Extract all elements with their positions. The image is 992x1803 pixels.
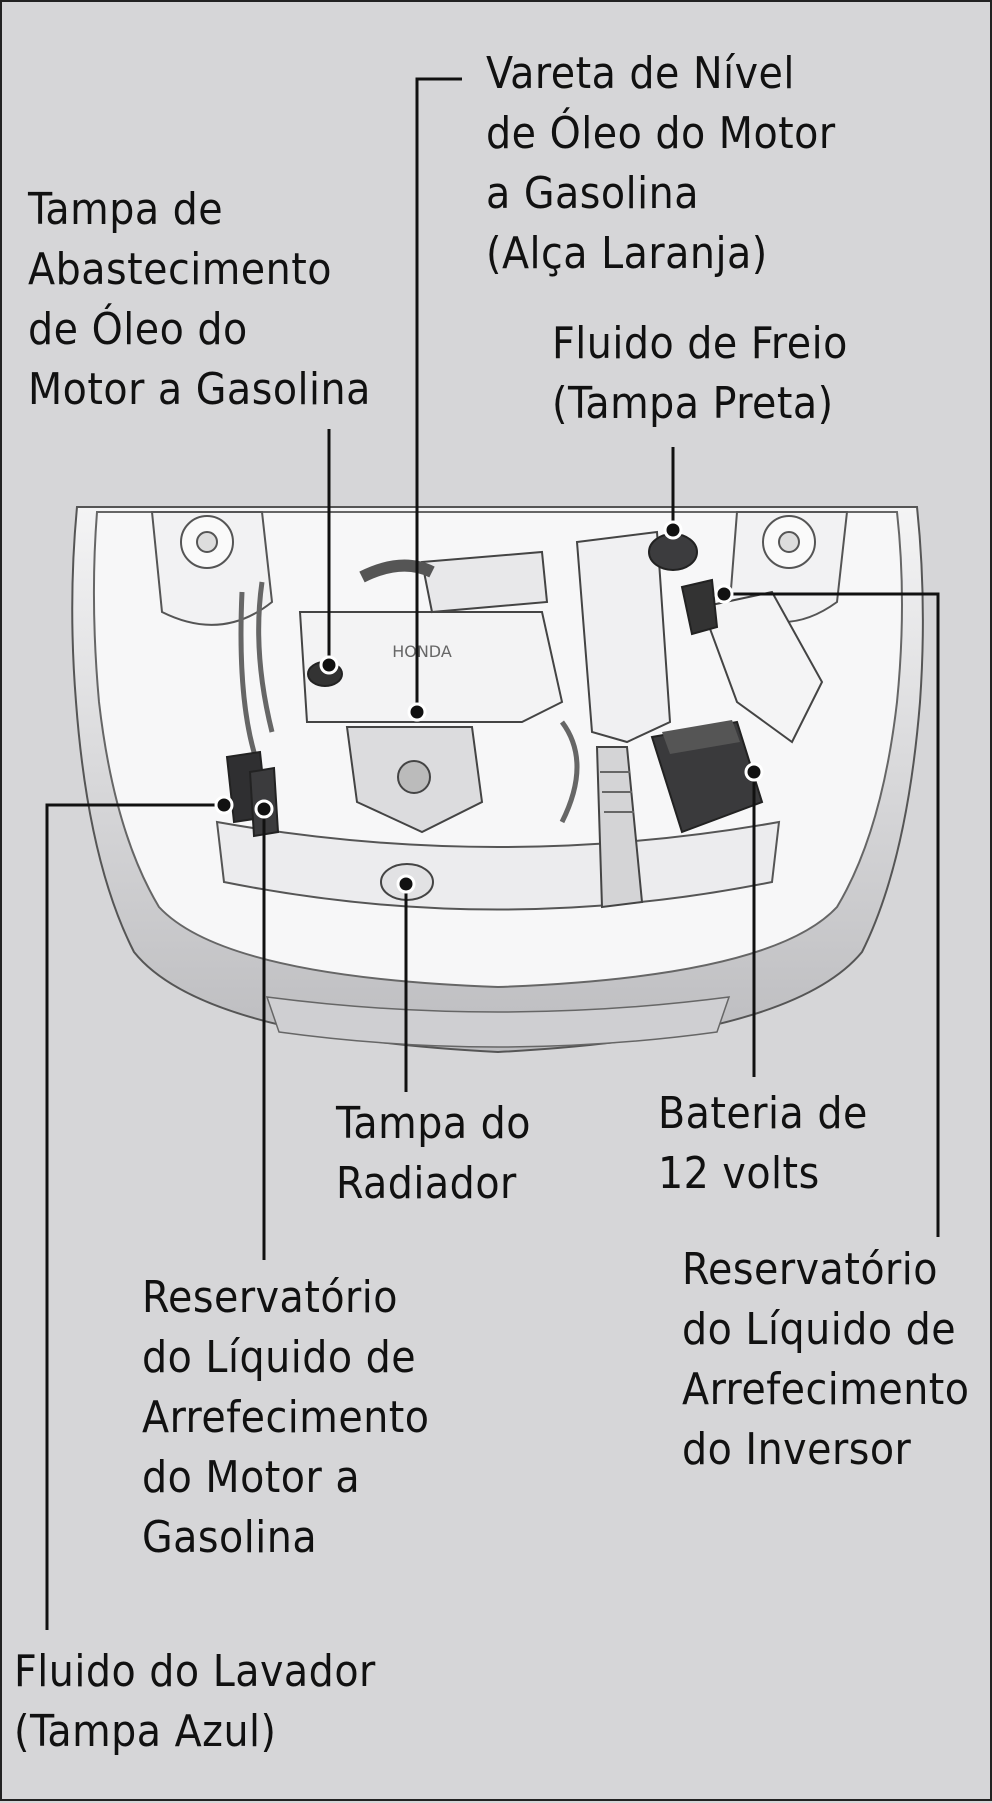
callout-line-inverter-coolant [724, 592, 940, 1237]
dot-inverter-coolant [714, 584, 734, 604]
label-line: de Óleo do [28, 304, 248, 355]
label-line: Radiador [336, 1158, 517, 1209]
label-brake-fluid: Fluido de Freio (Tampa Preta) [552, 314, 848, 434]
air-intake [575, 530, 672, 909]
dot-brake-fluid [663, 520, 683, 540]
label-line: (Tampa Preta) [552, 378, 834, 429]
label-oil-dipstick: Vareta de Nível de Óleo do Motor a Gasol… [486, 44, 836, 284]
label-line: do Inversor [682, 1424, 912, 1475]
callout-dots [214, 520, 764, 894]
emblem-text: HONDA [392, 642, 452, 661]
dot-oil-dipstick [407, 702, 427, 722]
label-battery: Bateria de 12 volts [658, 1084, 868, 1204]
label-line: Motor a Gasolina [28, 364, 371, 415]
label-line: Tampa do [336, 1098, 532, 1149]
label-line: do Líquido de [142, 1332, 417, 1383]
label-line: do Líquido de [682, 1304, 957, 1355]
label-line: Tampa de [28, 184, 224, 235]
dot-battery [744, 762, 764, 782]
label-washer-fluid: Fluido do Lavador (Tampa Azul) [14, 1642, 376, 1762]
label-line: Fluido do Lavador [14, 1646, 376, 1697]
callout-lines [45, 77, 940, 1630]
label-radiator-cap: Tampa do Radiador [336, 1094, 531, 1214]
callout-line-oil-dipstick [415, 77, 462, 712]
label-line: Arrefecimento [682, 1364, 970, 1415]
reservoirs [225, 533, 719, 901]
label-line: Fluido de Freio [552, 318, 848, 369]
inverter-and-battery [650, 590, 824, 834]
label-line: Abastecimento [28, 244, 332, 295]
label-line: Reservatório [682, 1244, 939, 1295]
label-line: 12 volts [658, 1148, 820, 1199]
label-line: de Óleo do Motor [486, 108, 836, 159]
dot-washer-fluid [214, 795, 234, 815]
label-inverter-coolant: Reservatório do Líquido de Arrefecimento… [682, 1240, 970, 1480]
label-line: Vareta de Nível [486, 48, 795, 99]
label-engine-coolant: Reservatório do Líquido de Arrefecimento… [142, 1268, 430, 1568]
label-line: (Alça Laranja) [486, 228, 768, 279]
dot-radiator-cap [396, 874, 416, 894]
dot-engine-coolant [254, 799, 274, 819]
label-line: Bateria de [658, 1088, 868, 1139]
label-line: do Motor a [142, 1452, 361, 1503]
dot-oil-filler-cap [319, 655, 339, 675]
label-line: Gasolina [142, 1512, 318, 1563]
callout-line-washer-fluid [45, 803, 224, 1630]
label-line: a Gasolina [486, 168, 699, 219]
label-line: Arrefecimento [142, 1392, 430, 1443]
label-line: (Tampa Azul) [14, 1706, 277, 1757]
label-oil-filler-cap: Tampa de Abastecimento de Óleo do Motor … [28, 180, 371, 420]
engine: HONDA [238, 550, 580, 834]
label-line: Reservatório [142, 1272, 399, 1323]
